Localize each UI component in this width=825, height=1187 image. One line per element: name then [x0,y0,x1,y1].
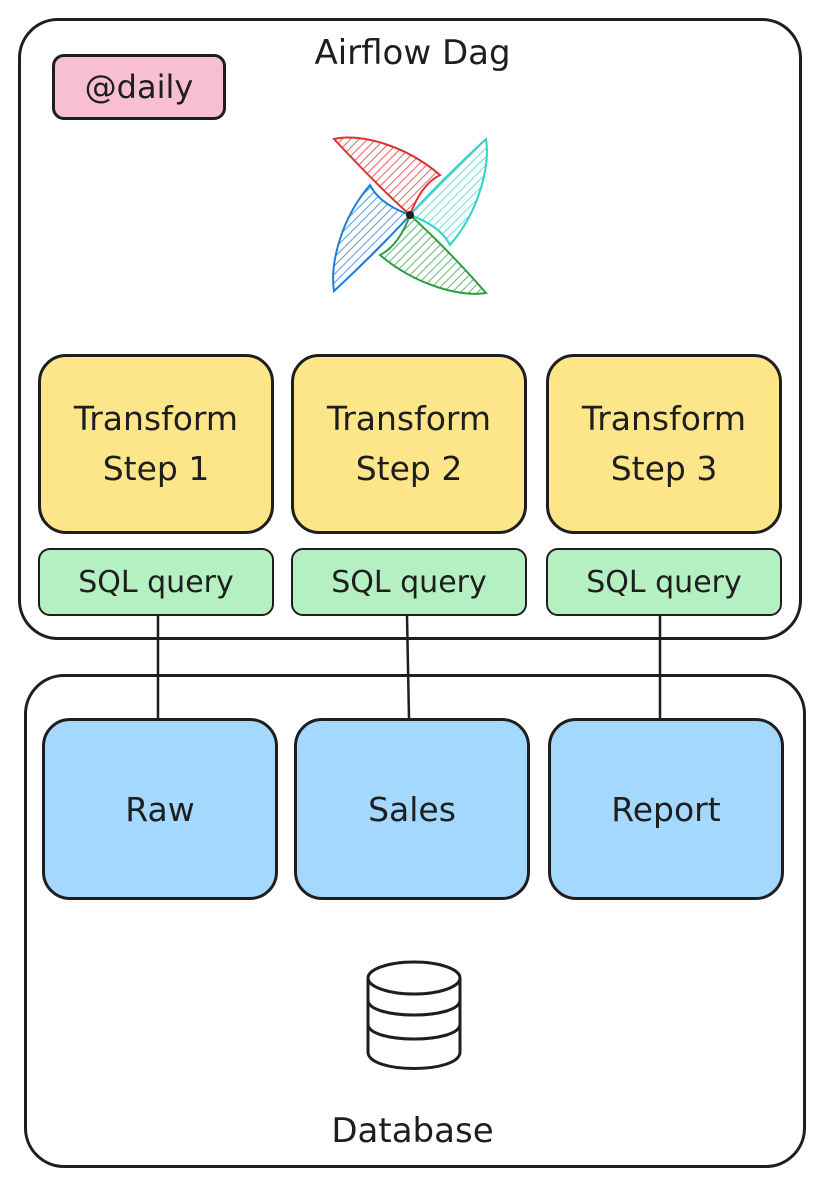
sql-query-step-1[interactable]: SQL query [38,548,274,616]
dag-title: Airflow Dag [314,33,511,73]
table-sales[interactable]: Sales [294,718,530,900]
database-title: Database [331,1111,494,1151]
sql-query-step-2[interactable]: SQL query [291,548,527,616]
transform-step-1-task[interactable]: Transform Step 1 [38,354,274,534]
transform-step-2-task[interactable]: Transform Step 2 [291,354,527,534]
database-container [24,674,806,1168]
schedule-badge[interactable]: @daily [52,54,226,120]
table-report[interactable]: Report [548,718,784,900]
table-raw[interactable]: Raw [42,718,278,900]
transform-step-3-task[interactable]: Transform Step 3 [546,354,782,534]
sql-query-step-3[interactable]: SQL query [546,548,782,616]
